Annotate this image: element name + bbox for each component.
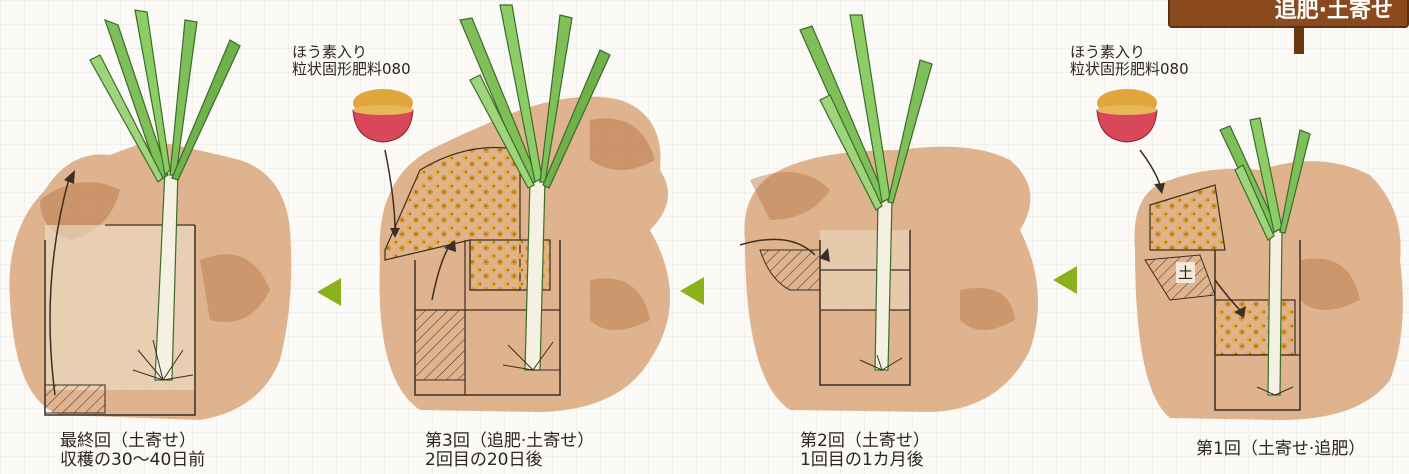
caption-line1: 第2回（土寄せ） [800, 432, 930, 451]
sign-post [1294, 28, 1304, 54]
signpost-icon: 追肥·土寄せ [1168, 0, 1409, 28]
soil-label: 土 [1176, 262, 1195, 283]
fertilizer-label-line2: 粒状固形肥料080 [1070, 61, 1189, 78]
caption-line2: 2回目の20日後 [425, 451, 594, 470]
fertilizer-label-line1: ほう素入り [292, 44, 411, 61]
caption-line2: 収穫の30〜40日前 [60, 451, 205, 470]
caption-line2: 1回目の1カ月後 [800, 451, 930, 470]
fertilizer-label-stage-1: ほう素入り 粒状固形肥料080 [1070, 44, 1189, 78]
caption-stage-2: 第2回（土寄せ） 1回目の1カ月後 [800, 432, 930, 470]
stage-2-drawing [740, 15, 1038, 412]
fertilizer-label-line1: ほう素入り [1070, 44, 1189, 61]
caption-line1: 第1回（土寄せ·追肥） [1196, 440, 1365, 459]
stage-1-drawing [1097, 89, 1403, 420]
caption-stage-1: 第1回（土寄せ·追肥） [1196, 440, 1365, 459]
fertilizer-label-line2: 粒状固形肥料080 [292, 61, 411, 78]
left-arrow-icon [1053, 266, 1077, 294]
left-arrow-icon [317, 278, 341, 306]
left-arrow-icon [680, 277, 704, 305]
fertilizer-bowl-icon [353, 89, 413, 142]
stage-final-drawing [9, 10, 291, 420]
caption-line1: 最終回（土寄せ） [60, 432, 205, 451]
sign-title: 追肥·土寄せ [1275, 0, 1393, 23]
fertilizer-label-stage-3: ほう素入り 粒状固形肥料080 [292, 44, 411, 78]
caption-stage-final: 最終回（土寄せ） 収穫の30〜40日前 [60, 432, 205, 470]
caption-stage-3: 第3回（追肥·土寄せ） 2回目の20日後 [425, 432, 594, 470]
down-arrow-icon [1140, 150, 1160, 185]
fertilizer-bowl-icon [1097, 89, 1157, 142]
caption-line1: 第3回（追肥·土寄せ） [425, 432, 594, 451]
